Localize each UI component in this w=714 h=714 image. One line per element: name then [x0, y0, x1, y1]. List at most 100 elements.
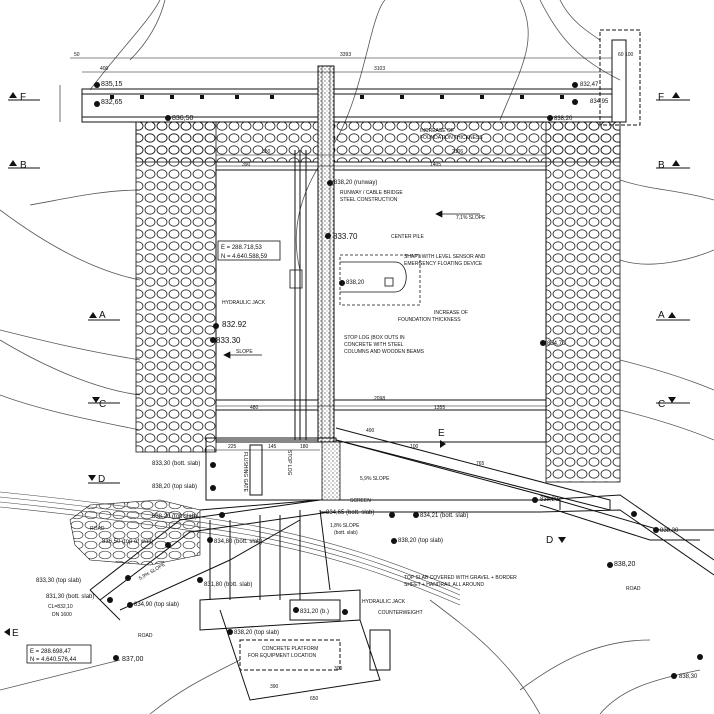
elev-834-65: 834,65 (bott. slab) [326, 510, 374, 516]
section-f-right: F [658, 92, 664, 103]
note-bott-slab: (bott. slab) [334, 530, 358, 536]
section-lines [8, 99, 690, 484]
elev-831-30: 831,30 (bott. slab) [46, 594, 94, 600]
stop-log-hatched [321, 441, 341, 501]
note-concrete-2: FOR EQUIPMENT LOCATION [248, 653, 317, 659]
elev-838-30-b: 838,30 [679, 674, 698, 680]
dim-480: 480 [250, 405, 259, 411]
section-a-left: A [99, 310, 106, 321]
elev-838-20-topslab3: 838,20 (top slab) [152, 514, 197, 520]
note-stoplog-1: STOP LOG (BOX OUTS IN [344, 335, 405, 341]
note-road-1: ROAD [138, 633, 153, 639]
elev-838-20-topslab4: 838,20 (top slab) [234, 630, 279, 636]
dim-300: 300 [334, 666, 343, 672]
dim-400: 400 [100, 66, 109, 72]
note-hydraulic-jack: HYDRAULIC JACK [222, 300, 266, 306]
elev-838-30: 838,30 [660, 528, 679, 534]
note-runway-2: STEEL CONSTRUCTION [340, 197, 398, 203]
section-d-left: D [98, 474, 105, 485]
elev-834-80: 834,80 (bott. slab) [214, 539, 262, 545]
elev-838-20-topslab: 838,20 (top slab) [152, 484, 197, 490]
section-b-right: B [658, 160, 665, 171]
coord-2-e: E = 288.698,47 [30, 649, 72, 655]
dim-180: 180 [300, 444, 309, 450]
elev-832-92: 832.92 [222, 320, 247, 329]
elev-834-21: 834,21 (bott. slab) [420, 513, 468, 519]
section-c-right: C [658, 399, 665, 410]
road-tracks [0, 491, 461, 606]
note-runway-1: RUNWAY / CABLE BRIDGE [340, 190, 403, 196]
dim-490: 490 [366, 428, 375, 434]
note-increase-2b: FOUNDATION THICKNESS [398, 317, 461, 323]
note-slope-71: 7,1% SLOPE [456, 215, 486, 221]
elev-832-47: 832,47 [580, 82, 599, 88]
dim-765: 765 [476, 461, 485, 467]
note-slope-18: 1,8% SLOPE [330, 523, 360, 529]
elev-836-50: 836,50 [172, 115, 194, 122]
elev-834-90: 834,90 (top slab) [134, 602, 179, 608]
dim-1405: 1405 [430, 162, 441, 168]
runway-bridge [317, 65, 335, 443]
dim-390: 390 [242, 162, 251, 168]
dim-100: 100 [410, 444, 419, 450]
note-center-pile: CENTER PILE [391, 234, 424, 240]
note-increase-2a: INCREASE OF [434, 310, 468, 316]
elev-836-50-wall: 836,50 (top of wall) [102, 539, 153, 545]
elev-833-30-bott: 833,30 (bott. slab) [152, 461, 200, 467]
note-stoplog-vertical: STOP LOG [286, 450, 292, 475]
section-f-left: F [20, 92, 26, 103]
dim-3393: 3393 [340, 52, 351, 58]
dim-3103: 3103 [374, 66, 385, 72]
note-flushing-gate: FLUSHING GATE [242, 452, 248, 493]
coord-1-e: E = 288.718,53 [221, 245, 263, 251]
elev-838-20-shaft: 838,20 [346, 280, 365, 286]
elevation-markers [94, 82, 703, 679]
slope-arrows [223, 210, 480, 359]
coord-1-n: N = 4.640.588,59 [221, 254, 268, 260]
elev-833-30-top: 833,30 (top slab) [36, 578, 81, 584]
note-road-2: ROAD [626, 586, 641, 592]
riprap-top [135, 121, 621, 163]
note-slope-59: 5,9% SLOPE [360, 476, 390, 482]
basin [215, 150, 547, 443]
section-d-right: D [546, 535, 553, 546]
riprap-left [135, 121, 217, 453]
elev-834-70: 834,70 [547, 341, 566, 347]
note-road-3: ROAD [90, 526, 105, 532]
note-screen: SCREEN [350, 498, 371, 504]
note-dn: DN 1600 [52, 612, 72, 618]
note-increase-1a: INCREASE OF [420, 128, 454, 134]
dim-2106: 2106 [452, 149, 463, 155]
dim-2098: 2098 [374, 396, 385, 402]
riprap-right [545, 121, 621, 483]
note-topslab-2: SHEET + HANDRAIL ALL AROUND [404, 582, 484, 588]
dim-350: 350 [262, 149, 271, 155]
section-a-right: A [658, 310, 665, 321]
elev-831-80: 831,80 (bott. slab) [204, 582, 252, 588]
elev-835-15: 835,15 [101, 81, 123, 88]
note-topslab-1: TOP SLAB COVERED WITH GRAVEL + BORDER [404, 575, 517, 581]
note-stoplog-2: CONCRETE WITH STEEL [344, 342, 404, 348]
outlet-structure [89, 427, 714, 701]
elev-834-95: 834,95 [590, 99, 609, 105]
dim-50: 50 [74, 52, 80, 58]
section-b-left: B [20, 160, 27, 171]
elev-837-00: 837,00 [122, 656, 144, 663]
section-c-left: C [99, 399, 106, 410]
section-e-top: E [438, 428, 445, 439]
note-stoplog-3: COLUMNS AND WOODEN BEAMS [344, 349, 425, 355]
note-slope: SLOPE [236, 349, 253, 355]
section-e-bottom: E [12, 628, 19, 639]
dim-145: 145 [268, 444, 277, 450]
dim-1355: 1355 [434, 405, 445, 411]
note-shaft-1: SHAFT WITH LEVEL SENSOR AND [404, 254, 486, 260]
elev-833-30: 833.30 [216, 336, 241, 345]
coord-box-1 [217, 240, 281, 261]
note-shaft-2: EMERGENCY FLOATING DEVICE [404, 261, 483, 267]
note-increase-1b: FOUNDATION THICKNESS [420, 135, 483, 141]
section-arrows [4, 92, 680, 636]
dim-225: 225 [228, 444, 237, 450]
note-hydraulic-jack-2: HYDRAULIC JACK [362, 599, 406, 605]
